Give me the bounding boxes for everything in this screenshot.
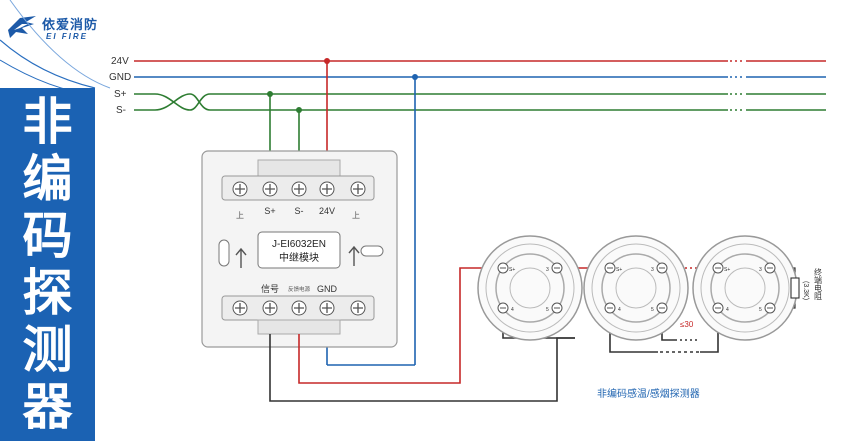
bus-s-plus-line [134, 93, 826, 111]
module-model: J-EI6032EN [272, 239, 326, 250]
screw-icon [232, 181, 248, 197]
bus-s-minus-line [134, 93, 826, 111]
resistor-value: (3.3K) [802, 281, 809, 300]
terminal-label: 4 [726, 307, 729, 313]
terminal-label: S+ [509, 267, 515, 273]
title-char: 探 [22, 264, 73, 322]
title-char: 器 [22, 378, 73, 436]
terminal-label: 3 [651, 267, 654, 273]
terminal-label: 3 [546, 267, 549, 273]
terminal-label: 5 [651, 307, 654, 313]
screw-icon [291, 300, 307, 316]
brand-name-en: EI FIRE [46, 32, 89, 41]
terminal-label: 3 [759, 267, 762, 273]
side-label: 上 [236, 211, 244, 220]
module-name: 中继模块 [279, 251, 319, 264]
bus-label-gnd: GND [109, 72, 131, 83]
decorative-arc [0, 39, 96, 89]
brand-name: 依爱消防 [42, 17, 99, 32]
resistor-icon [790, 277, 800, 299]
terminal-label: S+ [616, 267, 622, 273]
screw-icon [232, 300, 248, 316]
detector-base: S+ 3 4 5 [477, 235, 583, 341]
screw-icon [262, 181, 278, 197]
arrow-up-icon [348, 245, 360, 266]
terminal-label-24v: 24V [319, 206, 335, 216]
resistor-label: 终端电阻 [814, 267, 823, 301]
detector-base: S+ 3 4 5 [692, 235, 798, 341]
terminal-label: 5 [546, 307, 549, 313]
mount-slot-right [360, 245, 384, 257]
drop-wires [267, 58, 418, 366]
detector-caption: 非编码感温/感烟探测器 [597, 387, 700, 400]
terminal-label-gnd: GND [317, 284, 338, 294]
screw-icon [262, 300, 278, 316]
brand-logo: 依爱消防 EI FIRE [6, 12, 116, 48]
terminal-label: 5 [759, 307, 762, 313]
bus-label-s-minus: S- [116, 105, 126, 116]
title-char: 非 [22, 93, 73, 151]
relay-module: S+ S- 24V 上 上 J-EI6032EN 中继模块 信号 [201, 150, 398, 348]
screw-icon [350, 300, 366, 316]
terminal-label: S+ [724, 267, 730, 273]
bus-label-s-plus: S+ [114, 89, 127, 100]
detector-base: S+ 3 4 5 [583, 235, 689, 341]
screw-icon [350, 181, 366, 197]
bus-label-24v: 24V [111, 56, 129, 67]
screw-icon [319, 300, 335, 316]
title-char: 测 [22, 321, 73, 379]
terminal-label-signal: 信号 [261, 283, 279, 294]
terminal-label: 4 [618, 307, 621, 313]
screw-icon [291, 181, 307, 197]
terminal-label-s-minus: S- [295, 206, 304, 216]
side-label: 上 [352, 211, 360, 220]
mount-slot-left [218, 239, 230, 267]
distance-note: ≤30 [680, 320, 694, 329]
arrow-up-icon [235, 247, 247, 268]
terminal-label: 4 [511, 307, 514, 313]
page-title: 非 编 码 探 测 器 [0, 94, 95, 436]
terminal-label-feedback: 反馈电源 [288, 285, 311, 293]
decorative-arc [9, 0, 111, 89]
title-char: 编 [22, 150, 73, 208]
screw-icon [319, 181, 335, 197]
terminal-label-s-plus: S+ [264, 206, 275, 216]
title-char: 码 [22, 207, 73, 265]
eagle-logo-icon [8, 16, 36, 38]
title-sidebar [0, 88, 95, 441]
